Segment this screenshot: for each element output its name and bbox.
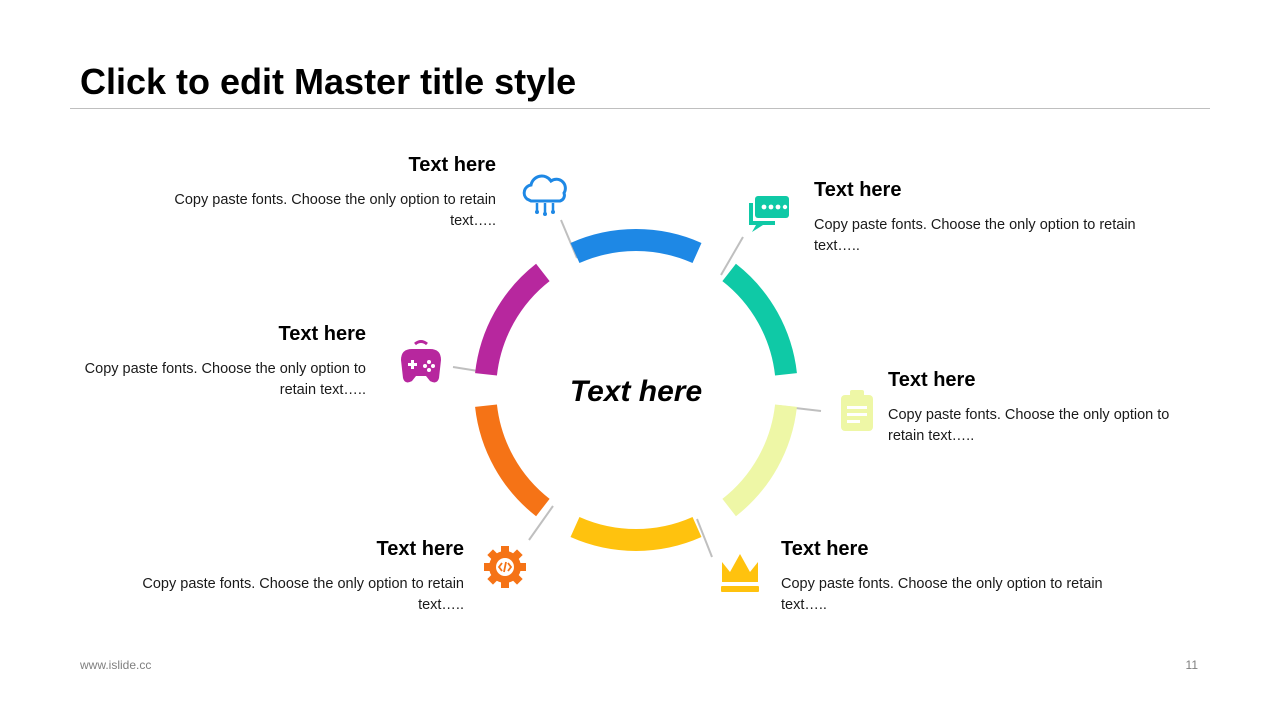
item-heading: Text here bbox=[781, 538, 869, 560]
arc-blue bbox=[570, 229, 702, 264]
item-heading: Text here bbox=[408, 154, 496, 176]
item-body: Copy paste fonts. Choose the only option… bbox=[142, 576, 464, 613]
item-body: Copy paste fonts. Choose the only option… bbox=[84, 361, 366, 398]
connector-top-right bbox=[720, 236, 744, 276]
crown-icon bbox=[721, 554, 759, 592]
item-heading: Text here bbox=[814, 179, 902, 201]
item-top-left: Text here Copy paste fonts. Choose the o… bbox=[166, 152, 496, 232]
arc-orange bbox=[475, 404, 550, 517]
arc-teal bbox=[722, 263, 797, 376]
arc-magenta bbox=[475, 263, 550, 376]
page-number: 11 bbox=[1185, 658, 1198, 672]
chat-icon bbox=[749, 196, 789, 232]
item-body: Copy paste fonts. Choose the only option… bbox=[888, 407, 1170, 444]
cloud-computing-icon bbox=[522, 174, 567, 216]
page-title: Click to edit Master title style bbox=[80, 61, 577, 102]
code-gear-icon bbox=[484, 546, 526, 588]
item-heading: Text here bbox=[376, 538, 464, 560]
title-divider bbox=[70, 108, 1210, 109]
item-mid-right: Text here Copy paste fonts. Choose the o… bbox=[888, 367, 1188, 447]
gamepad-icon bbox=[401, 340, 441, 383]
item-body: Copy paste fonts. Choose the only option… bbox=[781, 576, 1103, 613]
connector-bottom-right bbox=[696, 518, 713, 558]
ring bbox=[475, 229, 797, 551]
arc-lime bbox=[722, 404, 797, 517]
item-body: Copy paste fonts. Choose the only option… bbox=[174, 192, 496, 229]
item-bottom-left: Text here Copy paste fonts. Choose the o… bbox=[134, 536, 464, 616]
item-heading: Text here bbox=[888, 369, 976, 391]
item-heading: Text here bbox=[278, 323, 366, 345]
connector-top-left bbox=[560, 219, 578, 259]
clipboard-icon bbox=[841, 390, 873, 431]
item-body: Copy paste fonts. Choose the only option… bbox=[814, 217, 1136, 254]
connector-bottom-left bbox=[528, 505, 554, 541]
item-top-right: Text here Copy paste fonts. Choose the o… bbox=[814, 177, 1144, 257]
item-mid-left: Text here Copy paste fonts. Choose the o… bbox=[36, 321, 366, 401]
arc-yellow bbox=[570, 516, 702, 551]
footer-url: www.islide.cc bbox=[80, 658, 152, 672]
item-bottom-right: Text here Copy paste fonts. Choose the o… bbox=[781, 536, 1111, 616]
center-label: Text here bbox=[570, 375, 702, 408]
